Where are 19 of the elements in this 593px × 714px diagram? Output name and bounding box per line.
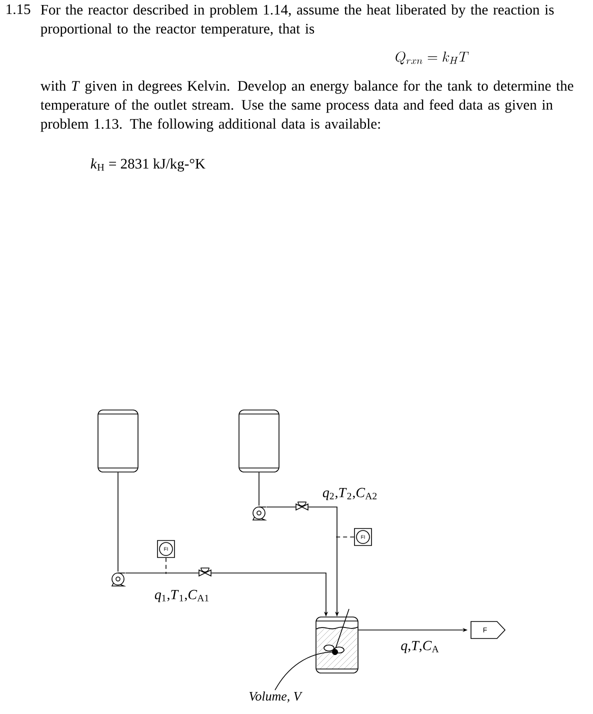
volume-label: Volume, V: [249, 692, 302, 702]
equation: $Q_{rxn} = k_H T$: [396, 52, 469, 64]
storage-tank: [98, 410, 138, 472]
leader-line: [274, 652, 336, 691]
pipe-line: [125, 572, 199, 574]
stream-label: q,T,C$_{A}$: [400, 640, 440, 654]
stream-label: q$_{2}$,T$_{2}$,C$_{A2}$: [321, 486, 379, 502]
control-valve: [296, 502, 308, 511]
pipe-line: [258, 472, 260, 506]
pipe-line: [266, 506, 296, 508]
equation: k$_{H}$ = 2831 kJ/kg-°K: [90, 158, 206, 172]
paragraph: with T given in degrees Kelvin. Develop an energy balance for the tank to determine the temperature of the outlet stream. Use the same process data and feed data as given in problem 1.13. The following additional data is available:: [40, 80, 574, 132]
storage-tank: [238, 410, 280, 472]
stream-label: q$_{1}$,T$_{1}$,C$_{A1}$: [153, 588, 211, 604]
stirred-reactor: [316, 608, 358, 674]
signal-line: [336, 536, 354, 538]
paragraph: For the reactor described in problem 1.14, assume the heat liberated by the reaction is proportional to the reactor temperature, that is: [40, 4, 554, 37]
paragraph-number: 1.15: [6, 4, 30, 14]
control-valve: [198, 568, 212, 577]
